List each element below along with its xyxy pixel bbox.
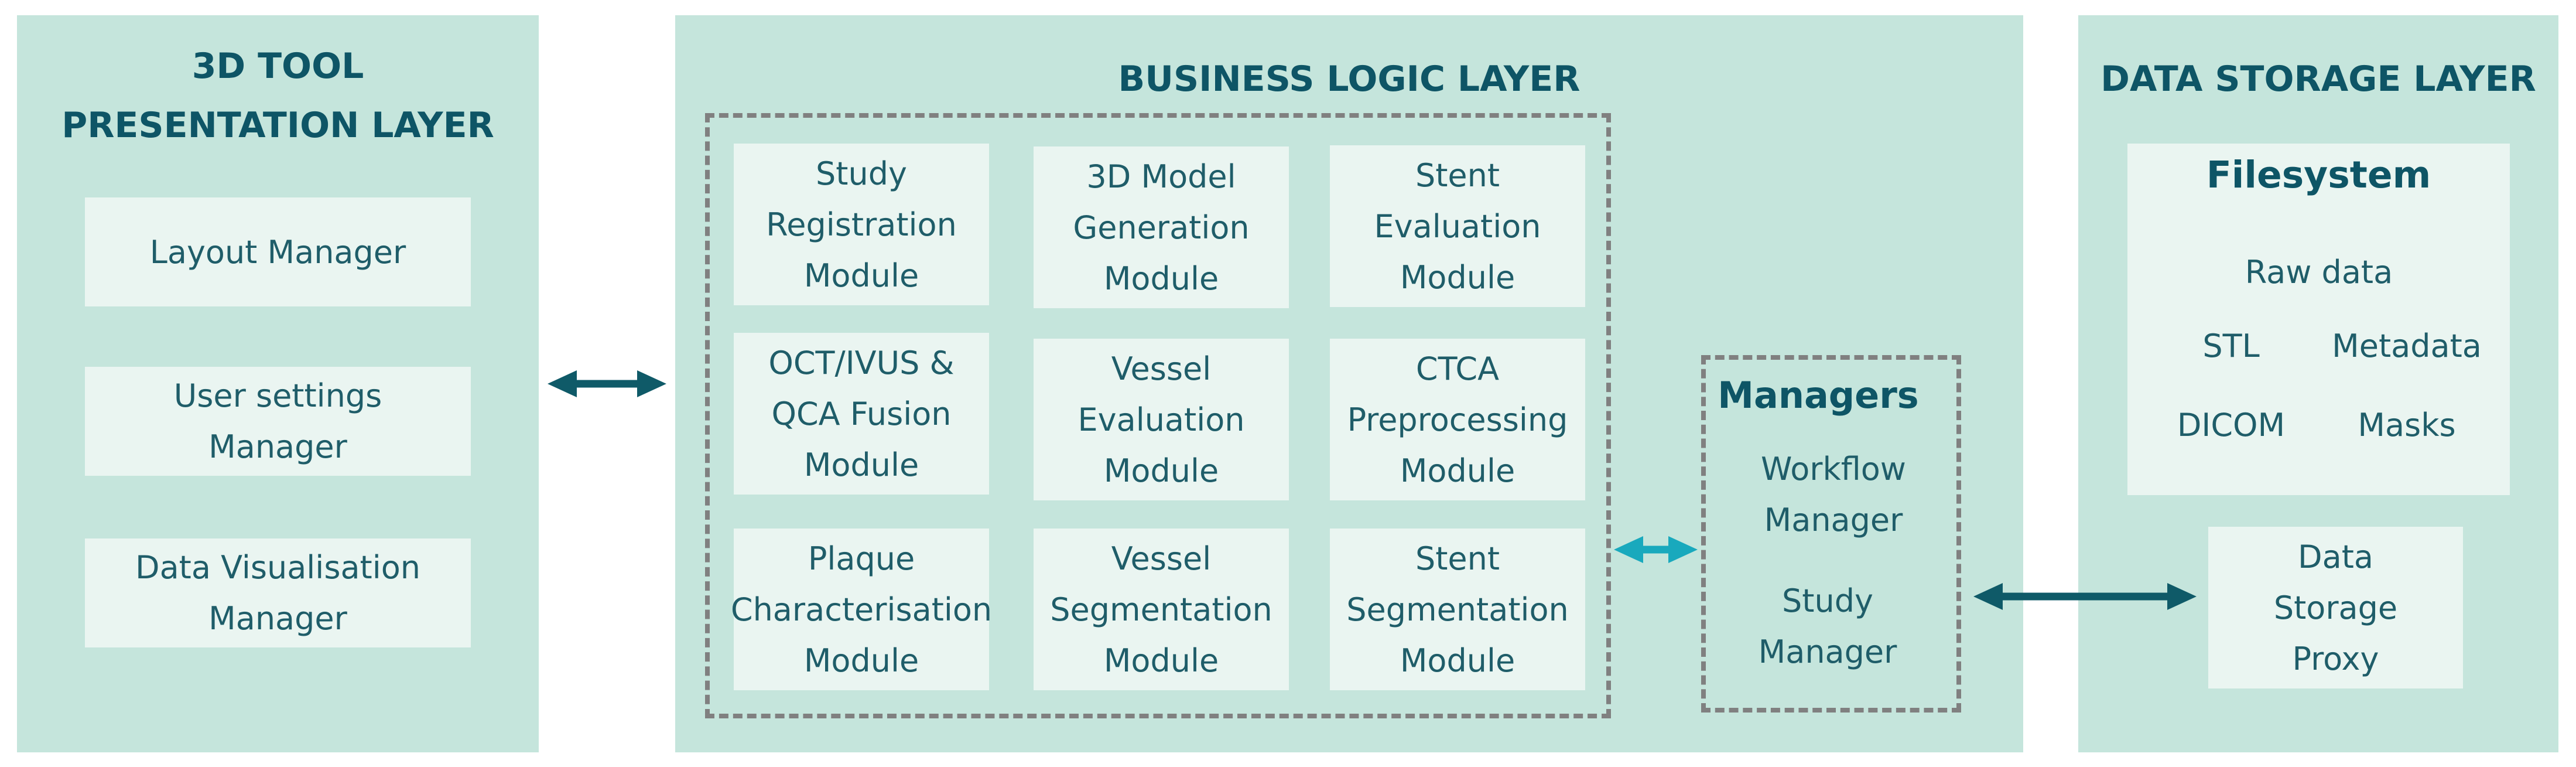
filesystem-box [2127,144,2510,495]
module-box: Stent Segmentation Module [1330,529,1585,690]
data-storage-proxy-box: Data Storage Proxy [2208,527,2463,688]
module-box: CTCA Preprocessing Module [1330,339,1585,500]
module-label: Vessel Evaluation Module [1077,350,1245,489]
user-settings-manager-box: User settings Manager [85,367,471,476]
module-label: 3D Model Generation Module [1073,158,1250,297]
managers-storage-arrow [1973,583,2197,610]
managers-group [1701,355,1961,713]
module-label: OCT/IVUS & QCA Fusion Module [768,344,955,483]
module-box: Vessel Segmentation Module [1034,529,1289,690]
module-label: Stent Evaluation Module [1374,156,1541,296]
data-visualisation-manager-label: Data Visualisation Manager [135,549,420,637]
module-label: Plaque Characterisation Module [730,540,993,679]
raw-data-label: Raw data [2245,254,2393,291]
masks-label: Masks [2358,407,2456,444]
module-label: CTCA Preprocessing Module [1347,350,1568,489]
data-storage-proxy-label: Data Storage Proxy [2273,538,2398,677]
module-box: Study Registration Module [734,144,989,305]
data-visualisation-manager-box: Data Visualisation Manager [85,538,471,647]
user-settings-manager-label: User settings Manager [173,377,382,465]
module-box: 3D Model Generation Module [1034,146,1289,308]
module-box: Plaque Characterisation Module [730,529,993,690]
module-label: Study Registration Module [766,155,957,294]
filesystem-title: Filesystem [2206,154,2431,196]
study-manager-label: Study Manager [1758,582,1897,670]
module-box: Stent Evaluation Module [1330,145,1585,307]
metadata-label: Metadata [2332,328,2482,364]
data-storage-layer-title: DATA STORAGE LAYER [2101,59,2536,100]
module-label: Stent Segmentation Module [1346,540,1569,679]
layout-manager-label: Layout Manager [149,233,406,271]
modules-group [705,113,1611,718]
module-label: Vessel Segmentation Module [1050,540,1272,679]
dicom-label: DICOM [2177,407,2286,444]
module-box: Vessel Evaluation Module [1034,339,1289,500]
presentation-layer-title: 3D TOOL PRESENTATION LAYER [61,46,494,146]
module-box: OCT/IVUS & QCA Fusion Module [734,333,989,495]
stl-label: STL [2202,328,2260,364]
workflow-manager-label: Workflow Manager [1761,451,1906,538]
presentation-business-arrow [548,370,666,397]
business-logic-layer-title: BUSINESS LOGIC LAYER [1118,59,1581,100]
modules-managers-arrow [1614,536,1698,563]
managers-title: Managers [1718,374,1919,417]
layout-manager-box: Layout Manager [85,197,471,306]
